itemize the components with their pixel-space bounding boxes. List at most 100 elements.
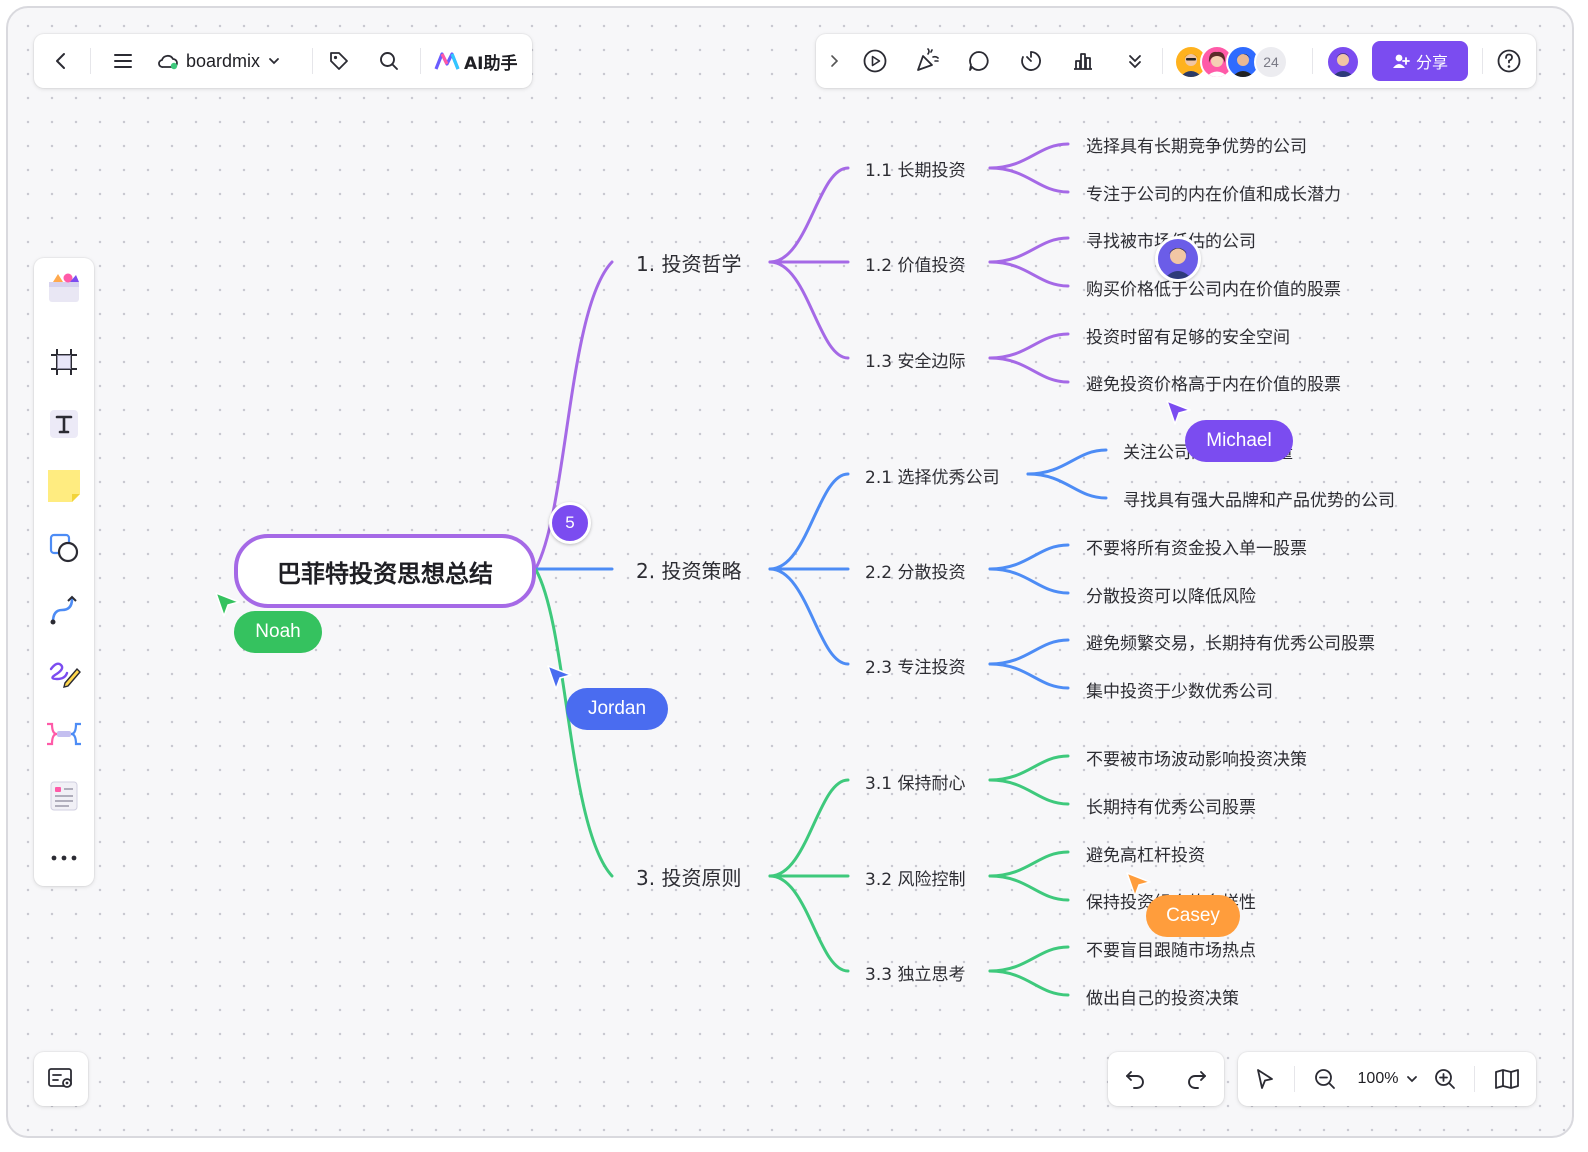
undo-button[interactable] bbox=[1120, 1064, 1150, 1094]
frame-tool-button[interactable] bbox=[44, 342, 84, 382]
workspace-name: boardmix bbox=[186, 50, 261, 71]
double-chevron-down-icon bbox=[1129, 55, 1141, 69]
collaborator-avatar-on-canvas[interactable] bbox=[1155, 236, 1201, 282]
present-button[interactable] bbox=[860, 46, 890, 76]
help-icon bbox=[1497, 49, 1521, 73]
help-button[interactable] bbox=[1494, 46, 1524, 76]
text-tool-button[interactable] bbox=[44, 404, 84, 444]
cursor-label-casey: Casey bbox=[1146, 895, 1240, 937]
expand-toolbar-button[interactable] bbox=[822, 46, 846, 76]
list-tool-button[interactable] bbox=[44, 776, 84, 816]
cursor-arrow-casey bbox=[1126, 872, 1151, 897]
subbranch-2-1[interactable]: 2.1 选择优秀公司 bbox=[865, 468, 1000, 488]
pen-icon bbox=[49, 662, 81, 688]
share-button[interactable]: 分享 bbox=[1372, 41, 1468, 81]
sticky-note-icon bbox=[48, 470, 80, 502]
subbranch-1-3[interactable]: 1.3 安全边际 bbox=[865, 352, 966, 372]
subbranch-3-1[interactable]: 3.1 保持耐心 bbox=[865, 774, 966, 794]
more-tools-sidebar-button[interactable] bbox=[44, 838, 84, 878]
pointer-arrow-icon bbox=[1257, 1069, 1273, 1089]
subbranch-2-2[interactable]: 2.2 分散投资 bbox=[865, 563, 966, 583]
mindmap-connectors bbox=[534, 142, 1108, 997]
leaf-2-2-1[interactable]: 不要将所有资金投入单一股票 bbox=[1086, 539, 1307, 559]
current-user-avatar[interactable] bbox=[1326, 45, 1360, 79]
leaf-3-1-1[interactable]: 不要被市场波动影响投资决策 bbox=[1086, 750, 1307, 770]
ai-logo-icon bbox=[434, 52, 460, 70]
comment-button[interactable] bbox=[964, 46, 994, 76]
search-button[interactable] bbox=[374, 46, 404, 76]
leaf-2-1-2[interactable]: 寻找具有强大品牌和产品优势的公司 bbox=[1123, 491, 1395, 511]
leaf-3-2-1[interactable]: 避免高杠杆投资 bbox=[1086, 846, 1205, 866]
map-view-button[interactable] bbox=[1492, 1064, 1522, 1094]
subbranch-1-1[interactable]: 1.1 长期投资 bbox=[865, 161, 966, 181]
chevron-left-icon bbox=[56, 53, 65, 69]
select-tool-button[interactable] bbox=[1250, 1064, 1280, 1094]
branch-1-label[interactable]: 1. 投资哲学 bbox=[636, 252, 742, 276]
zoom-in-button[interactable] bbox=[1430, 1064, 1460, 1094]
leaf-3-3-1[interactable]: 不要盲目跟随市场热点 bbox=[1086, 941, 1256, 961]
chevron-down-icon bbox=[269, 58, 279, 65]
sticky-note-tool-button[interactable] bbox=[44, 466, 84, 506]
connector-tool-button[interactable] bbox=[44, 590, 84, 630]
collaborators-group[interactable]: 24 bbox=[1174, 45, 1304, 79]
timer-icon bbox=[1021, 51, 1041, 71]
collapsed-count-badge[interactable]: 5 bbox=[549, 502, 591, 544]
subbranch-3-3[interactable]: 3.3 独立思考 bbox=[865, 965, 966, 985]
party-popper-icon bbox=[917, 48, 939, 71]
tag-icon bbox=[330, 52, 348, 70]
leaf-1-1-2[interactable]: 专注于公司的内在价值和成长潜力 bbox=[1086, 185, 1341, 205]
branch-2-label[interactable]: 2. 投资策略 bbox=[636, 559, 742, 583]
shapes-tool-button[interactable] bbox=[44, 528, 84, 568]
canvas[interactable]: 巴菲特投资思想总结 5 1. 投资哲学 2. 投资策略 3. 投资原则 1.1 … bbox=[6, 6, 1574, 1138]
leaf-1-3-1[interactable]: 投资时留有足够的安全空间 bbox=[1086, 328, 1290, 348]
zoom-level-dropdown[interactable]: 100% bbox=[1350, 1064, 1426, 1094]
shapes-icon bbox=[49, 533, 79, 563]
zoom-toolbar: 100% bbox=[1238, 1052, 1536, 1106]
tag-button[interactable] bbox=[324, 46, 354, 76]
subbranch-3-2[interactable]: 3.2 风险控制 bbox=[865, 870, 966, 890]
chevron-right-icon bbox=[831, 55, 839, 67]
redo-button[interactable] bbox=[1182, 1064, 1212, 1094]
mindmap-root-node[interactable]: 巴菲特投资思想总结 bbox=[234, 534, 536, 608]
subbranch-1-2[interactable]: 1.2 价值投资 bbox=[865, 256, 966, 276]
zoom-out-button[interactable] bbox=[1310, 1064, 1340, 1094]
timer-button[interactable] bbox=[1016, 46, 1046, 76]
leaf-1-2-2[interactable]: 购买价格低于公司内在价值的股票 bbox=[1086, 280, 1341, 300]
ai-assistant-label: AI助手 bbox=[464, 53, 518, 74]
menu-button[interactable] bbox=[108, 46, 138, 76]
play-icon bbox=[863, 49, 887, 73]
connector-icon bbox=[50, 595, 77, 625]
back-button[interactable] bbox=[46, 46, 76, 76]
redo-icon bbox=[1188, 1071, 1206, 1089]
search-icon bbox=[380, 52, 398, 70]
vote-button[interactable] bbox=[1068, 46, 1098, 76]
workspace-selector[interactable]: boardmix bbox=[156, 46, 296, 76]
leaf-3-3-2[interactable]: 做出自己的投资决策 bbox=[1086, 989, 1239, 1009]
leaf-2-3-1[interactable]: 避免频繁交易，长期持有优秀公司股票 bbox=[1086, 634, 1375, 654]
ai-assistant-button[interactable]: AI助手 bbox=[434, 46, 524, 76]
leaf-1-1-1[interactable]: 选择具有长期竞争优势的公司 bbox=[1086, 137, 1307, 157]
hamburger-menu-icon bbox=[114, 54, 132, 68]
branch-3-label[interactable]: 3. 投资原则 bbox=[636, 866, 742, 890]
minimap-icon bbox=[48, 1068, 72, 1088]
chevron-down-icon bbox=[1407, 1076, 1418, 1083]
subbranch-2-3[interactable]: 2.3 专注投资 bbox=[865, 658, 966, 678]
more-tools-button[interactable] bbox=[1120, 46, 1150, 76]
cursor-arrow-jordan bbox=[547, 665, 572, 690]
cursor-arrow-michael bbox=[1166, 400, 1191, 425]
leaf-1-3-2[interactable]: 避免投资价格高于内在价值的股票 bbox=[1086, 375, 1341, 395]
top-left-toolbar: boardmix AI助手 bbox=[34, 34, 532, 88]
mindmap-tool-button[interactable] bbox=[44, 714, 84, 754]
templates-button[interactable] bbox=[44, 268, 84, 308]
list-icon bbox=[50, 781, 78, 811]
leaf-2-2-2[interactable]: 分散投资可以降低风险 bbox=[1086, 587, 1256, 607]
templates-icon bbox=[49, 273, 79, 302]
leaf-2-3-2[interactable]: 集中投资于少数优秀公司 bbox=[1086, 682, 1273, 702]
celebrate-button[interactable] bbox=[912, 46, 942, 76]
zoom-level-value: 100% bbox=[1357, 1070, 1399, 1087]
pen-tool-button[interactable] bbox=[44, 652, 84, 692]
cursor-label-noah: Noah bbox=[234, 611, 322, 653]
leaf-3-1-2[interactable]: 长期持有优秀公司股票 bbox=[1086, 798, 1256, 818]
frame-icon bbox=[51, 349, 77, 375]
minimap-toggle-button[interactable] bbox=[34, 1052, 88, 1106]
